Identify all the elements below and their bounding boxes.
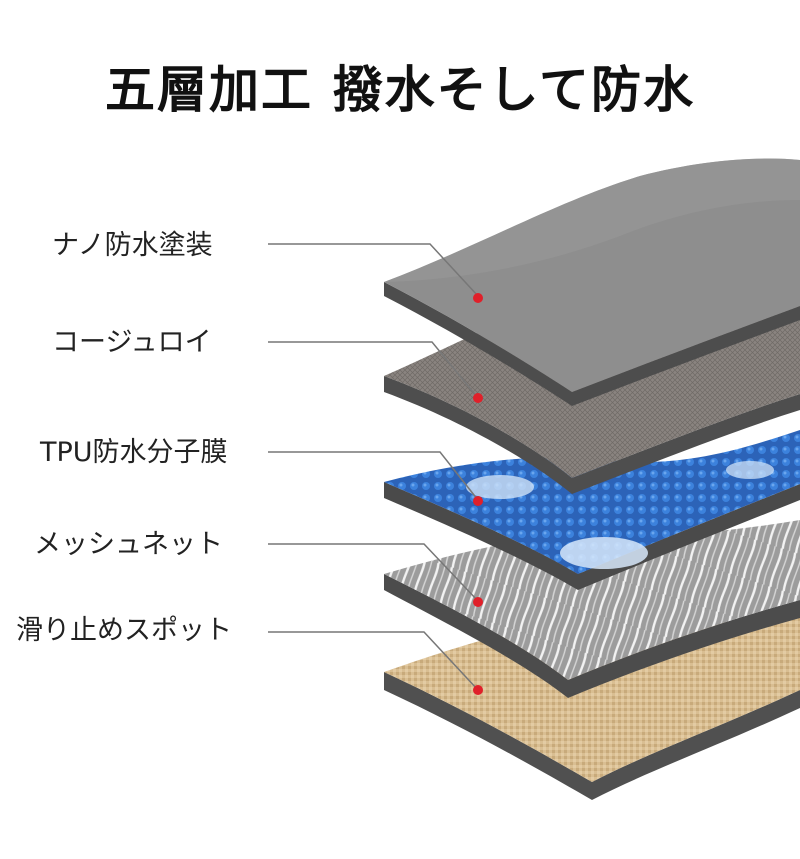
markers [473,293,483,695]
label-mesh-net: メッシュネット [34,529,223,560]
layer-mesh-net [384,520,800,698]
label-anti-slip-spots: 滑り止めスポット [16,615,232,646]
layer-tpu-membrane [384,430,800,590]
leader-line-anti-slip [268,631,479,691]
leader-line-corduroy [268,341,479,399]
marker-tpu [473,496,483,506]
label-tpu-membrane: TPU防水分子膜 [40,437,228,468]
page-title: 五層加工 撥水そして防水 [105,61,695,119]
layer-nano-coating [384,158,800,406]
marker-nano-coating [473,293,483,303]
label-nano-coating: ナノ防水塗装 [52,230,213,261]
marker-corduroy [473,393,483,403]
leader-lines [268,243,479,691]
marker-mesh [473,597,483,607]
layer-anti-slip [384,610,800,800]
leader-line-tpu [268,451,479,501]
label-corduroy: コージュロイ [52,327,212,358]
marker-anti-slip [473,685,483,695]
leader-line-mesh [268,543,479,602]
leader-line-nano-coating [268,243,479,297]
